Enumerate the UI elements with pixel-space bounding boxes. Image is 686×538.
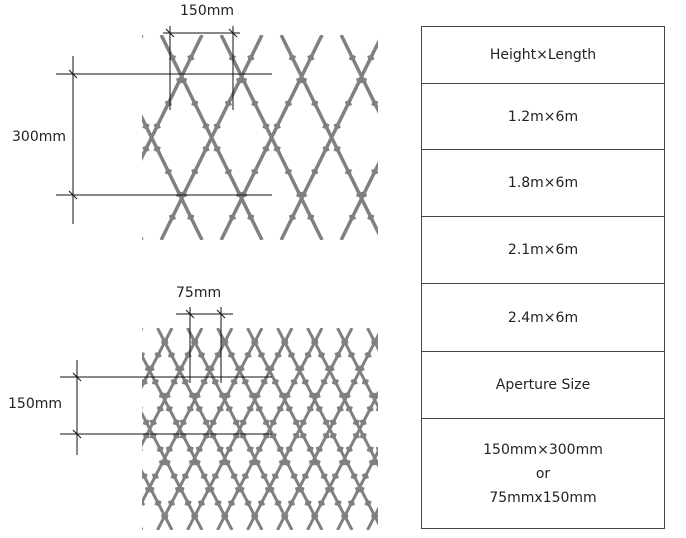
cell-text: Height×Length bbox=[489, 47, 597, 63]
cell-text: 150mm×300mm bbox=[483, 441, 603, 458]
bottom-width-dimension-label: 75mm bbox=[176, 285, 222, 301]
cell-text: 2.1m×6m bbox=[507, 242, 579, 258]
table-row-aperture-values: 150mm×300mm or 75mmx150mm bbox=[422, 418, 664, 528]
table-header-aperture-size: Aperture Size bbox=[422, 351, 664, 418]
cell-text: 2.4m×6m bbox=[507, 309, 579, 326]
table-header-height-length: Height×Length bbox=[422, 27, 664, 83]
specification-table: Height×Length 1.2m×6m 1.8m×6m 2.1m×6m 2.… bbox=[421, 26, 665, 529]
table-row-size: 1.8m×6m bbox=[422, 149, 664, 216]
table-row-size: 2.4m×6m bbox=[422, 283, 664, 351]
top-width-dimension-label: 150mm bbox=[180, 3, 234, 19]
bottom-height-dimension-label: 150mm bbox=[8, 396, 62, 412]
table-row-size: 2.1m×6m bbox=[422, 216, 664, 283]
cell-text: 1.2m×6m bbox=[507, 108, 579, 125]
table-row-size: 1.2m×6m bbox=[422, 83, 664, 149]
cell-text: 1.8m×6m bbox=[507, 175, 579, 191]
cell-text: Aperture Size bbox=[495, 377, 591, 393]
top-height-dimension-label: 300mm bbox=[12, 129, 66, 145]
cell-text: or bbox=[535, 465, 551, 482]
cell-text: 75mmx150mm bbox=[489, 489, 597, 506]
